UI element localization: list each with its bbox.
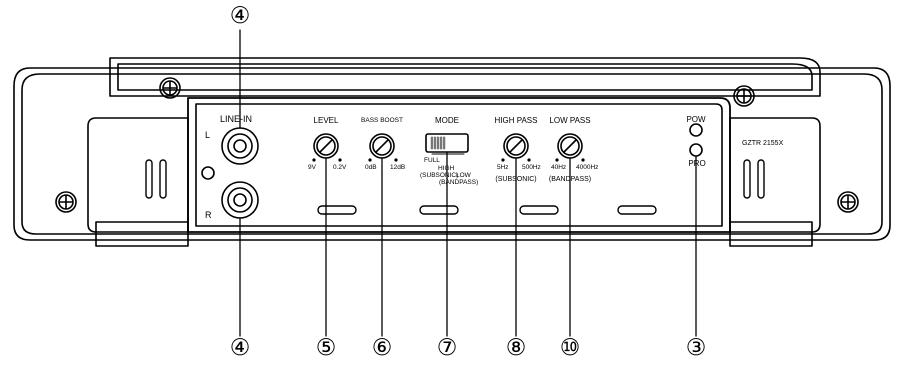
- label-high-pass: HIGH PASS: [494, 116, 538, 125]
- high-pass-knob: [503, 133, 529, 159]
- label-level: LEVEL: [313, 116, 339, 125]
- left-foot: [95, 221, 189, 247]
- label-lp-note: (BANDPASS): [548, 176, 592, 183]
- label-line-in: LINE-IN: [219, 114, 253, 124]
- right-wing: [729, 117, 821, 233]
- label-hp-max: 500Hz: [522, 164, 541, 171]
- label-bass-boost: BASS BOOST: [361, 117, 403, 124]
- callout-high-pass: ⑧: [505, 335, 527, 361]
- callout-line-in-bottom: ④: [229, 335, 251, 361]
- label-pow: POW: [686, 115, 706, 124]
- label-mode-low: LOW: [456, 172, 471, 179]
- label-mode-high: HIGH: [438, 165, 455, 172]
- top-cover: [109, 57, 821, 97]
- low-pass-knob: [557, 133, 583, 159]
- rca-left-jack: [221, 127, 259, 165]
- callout-mode: ⑦: [436, 335, 458, 361]
- label-pro: PRO: [688, 159, 706, 168]
- screw-top-right: [733, 85, 755, 107]
- callout-line-in-top: ④: [229, 3, 251, 29]
- rca-right-jack: [221, 181, 259, 219]
- label-hp-min: 5Hz: [497, 164, 509, 171]
- label-bass-max: 12dB: [390, 164, 406, 171]
- label-level-max: 0.2V: [333, 164, 347, 171]
- callout-power-protect: ③: [685, 335, 707, 361]
- callout-low-pass: ⑩: [559, 335, 581, 361]
- label-mode-subsonic: (SUBSONIC): [420, 172, 459, 179]
- callout-bass-boost: ⑥: [371, 335, 393, 361]
- label-lp-max: 4000Hz: [576, 164, 599, 171]
- label-right: R: [205, 210, 212, 220]
- label-bass-min: 0dB: [365, 164, 377, 171]
- label-left: L: [205, 130, 211, 140]
- screw-top-left: [159, 77, 181, 99]
- center-panel-inner: [195, 103, 723, 227]
- label-mode-full: FULL: [424, 157, 440, 164]
- right-foot: [729, 221, 813, 247]
- label-mode: MODE: [435, 116, 459, 125]
- mode-switch: [425, 133, 469, 155]
- label-lp-min: 40Hz: [551, 164, 567, 171]
- screw-left: [55, 191, 77, 213]
- pro-led: [689, 143, 703, 157]
- left-wing: [87, 117, 189, 233]
- horizontal-slots: [317, 205, 657, 215]
- label-level-min: 9V: [308, 164, 316, 171]
- knob-dots: [312, 158, 585, 162]
- input-led: [201, 166, 215, 180]
- label-mode-bandpass: (BANDPASS): [439, 179, 479, 186]
- bass-boost-knob: [369, 133, 395, 159]
- level-knob: [313, 133, 339, 159]
- label-low-pass: LOW PASS: [549, 116, 591, 125]
- label-hp-note: (SUBSONIC): [495, 176, 537, 183]
- housing-inner-ring: [21, 73, 883, 235]
- top-cover-inner: [117, 63, 813, 91]
- vent-slots: [145, 159, 765, 199]
- screw-right: [837, 191, 859, 213]
- pow-led: [689, 123, 703, 137]
- label-model: GZTR 2155X: [742, 140, 784, 147]
- callout-level: ⑤: [315, 335, 337, 361]
- center-panel: [187, 97, 731, 233]
- leader-lines: [239, 29, 697, 337]
- housing-outline: [13, 67, 891, 241]
